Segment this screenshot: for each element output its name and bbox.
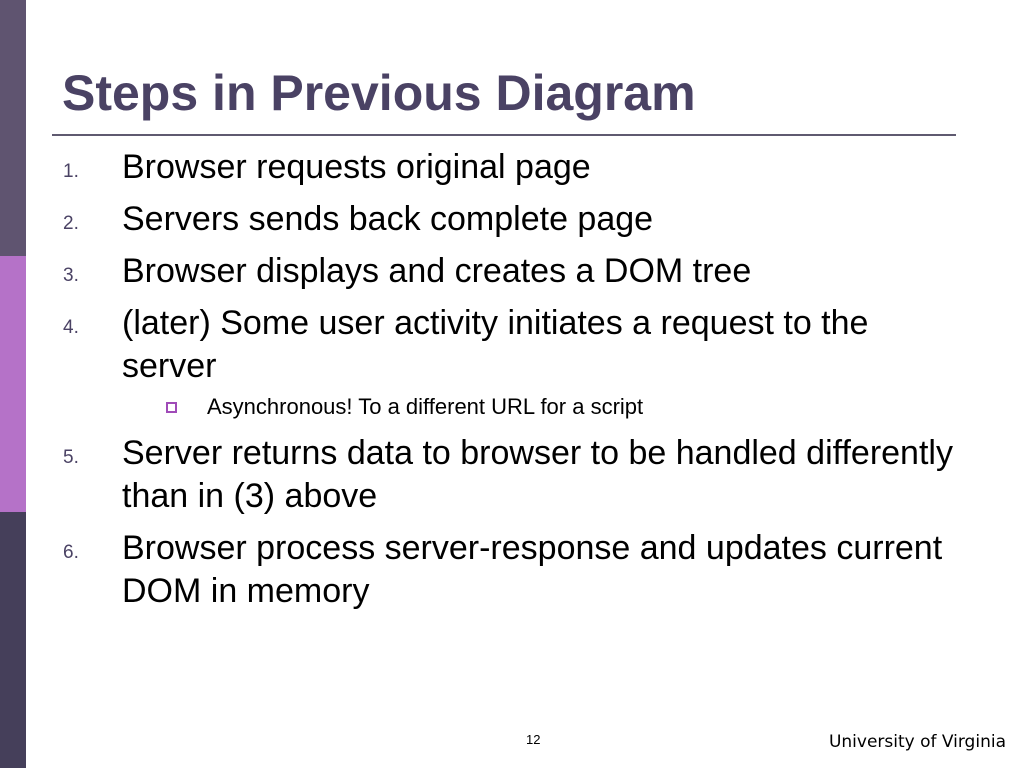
- list-item-number: 1.: [63, 161, 79, 182]
- title-divider: [52, 134, 956, 136]
- side-band-middle: [0, 256, 26, 512]
- square-bullet-icon: [166, 402, 177, 413]
- list-item: 4. (later) Some user activity initiates …: [0, 302, 962, 388]
- list-item: 5. Server returns data to browser to be …: [0, 432, 962, 518]
- list-item-text: (later) Some user activity initiates a r…: [122, 304, 869, 385]
- list-item-text: Browser displays and creates a DOM tree: [122, 252, 752, 290]
- list-item-text: Server returns data to browser to be han…: [122, 434, 953, 515]
- list-item: 2. Servers sends back complete page: [0, 198, 962, 241]
- sub-list-item: Asynchronous! To a different URL for a s…: [0, 392, 967, 422]
- footer-institution: University of Virginia: [828, 732, 1006, 752]
- slide-title: Steps in Previous Diagram: [62, 65, 696, 121]
- sub-list-item-text: Asynchronous! To a different URL for a s…: [207, 394, 644, 419]
- list-item-number: 3.: [63, 265, 79, 286]
- side-band-top: [0, 0, 26, 256]
- list-item: 3. Browser displays and creates a DOM tr…: [0, 250, 962, 293]
- list-item-number: 6.: [63, 542, 79, 563]
- side-band-bottom: [0, 512, 26, 768]
- list-item-number: 4.: [63, 317, 79, 338]
- list-item: 6. Browser process server-response and u…: [0, 527, 962, 613]
- list-item: 1. Browser requests original page: [0, 146, 962, 189]
- list-item-text: Browser requests original page: [122, 148, 591, 186]
- numbered-list: 1. Browser requests original page 2. Ser…: [0, 146, 1024, 622]
- list-item-text: Browser process server-response and upda…: [122, 529, 943, 610]
- list-item-number: 2.: [63, 213, 79, 234]
- page-number: 12: [526, 732, 541, 747]
- list-item-number: 5.: [63, 447, 79, 468]
- list-item-text: Servers sends back complete page: [122, 200, 654, 238]
